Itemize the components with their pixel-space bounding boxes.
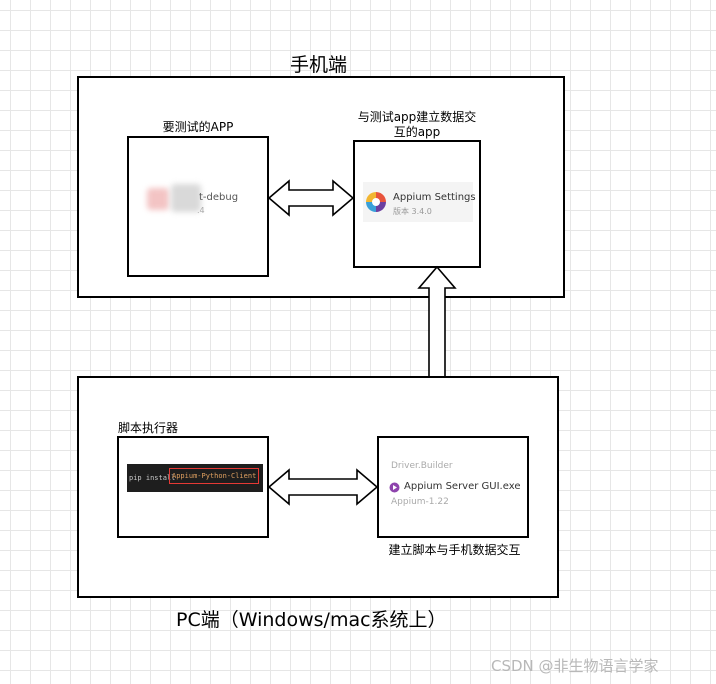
test-app-name: t-debug — [199, 192, 239, 203]
test-app-sub: .4 — [197, 206, 205, 215]
appium-server-label: 建立脚本与手机数据交互 — [388, 543, 521, 557]
pc-double-arrow — [267, 468, 379, 506]
appium-logo-icon — [366, 192, 386, 212]
appium-settings-label: 与测试app建立数据交互的app — [357, 110, 477, 139]
terminal-package-highlight: Appium-Python-Client — [169, 468, 260, 484]
phone-double-arrow — [267, 179, 355, 217]
blurred-app-icon — [147, 188, 169, 210]
terminal-window: pip install Appium-Python-Client — [127, 464, 263, 492]
appium-settings-box: Appium Settings 版本 3.4.0 — [353, 140, 481, 268]
appium-settings-name: Appium Settings — [393, 192, 476, 203]
file-row-top: Driver.Builder — [391, 461, 453, 471]
test-app-box: t-debug .4 — [127, 136, 269, 277]
script-runner-label: 脚本执行器 — [118, 421, 179, 435]
file-row-bottom: Appium-1.22 — [391, 497, 449, 507]
script-runner-box: pip install Appium-Python-Client — [117, 436, 269, 538]
csdn-watermark: CSDN @非生物语言学家 — [491, 657, 659, 675]
appium-settings-version: 版本 3.4.0 — [393, 207, 432, 216]
pc-section-title: PC端（Windows/mac系统上） — [176, 609, 447, 631]
phone-section-title: 手机端 — [290, 54, 348, 76]
appium-server-box: Driver.Builder Appium Server GUI.exe App… — [377, 436, 529, 538]
appium-server-icon — [389, 482, 400, 493]
blurred-app-name — [171, 184, 201, 212]
appium-server-file: Appium Server GUI.exe — [404, 481, 521, 492]
terminal-command: pip install — [129, 474, 176, 482]
test-app-label: 要测试的APP — [162, 120, 234, 134]
appium-settings-card: Appium Settings 版本 3.4.0 — [363, 182, 476, 222]
